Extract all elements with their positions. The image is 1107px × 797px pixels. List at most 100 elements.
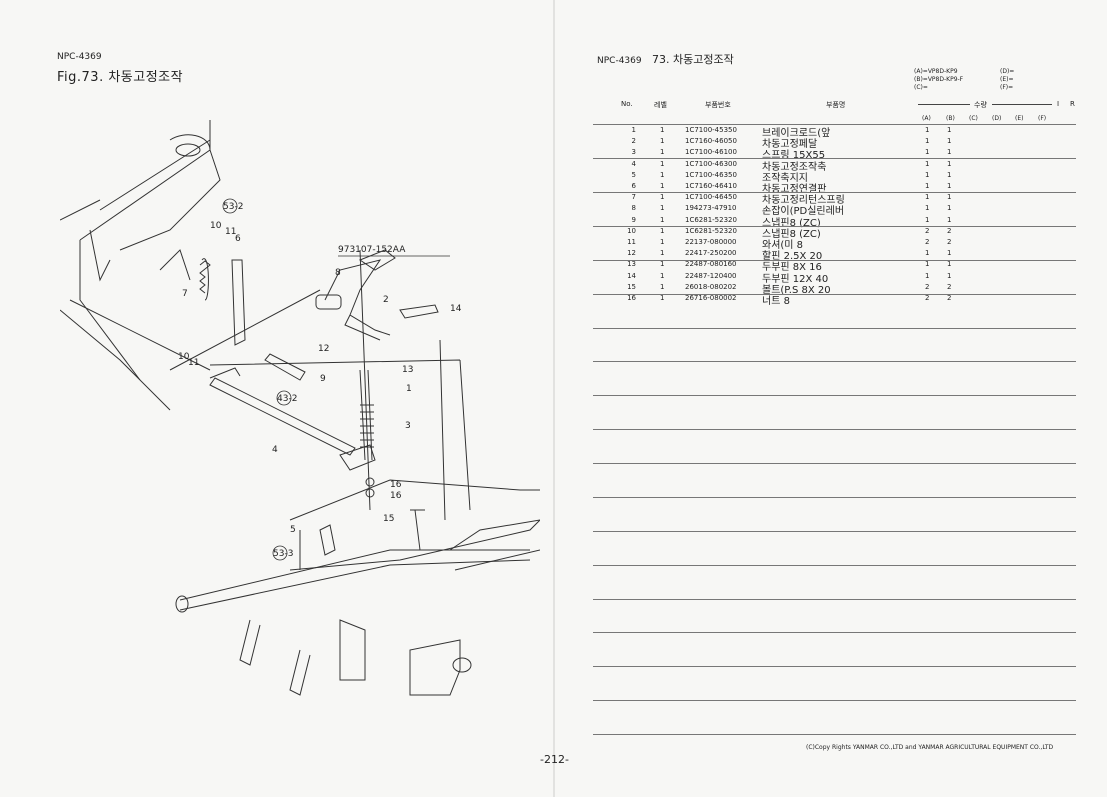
row-no: 14 <box>627 271 636 280</box>
qty-rule-right <box>992 104 1052 105</box>
row-lvl: 1 <box>660 204 665 213</box>
model-d: (D)= <box>1000 68 1015 75</box>
row-lvl: 1 <box>660 182 665 190</box>
row-a: 1 <box>925 193 930 202</box>
row-b: 1 <box>947 182 952 190</box>
row-name: 브레이크로드(앞 <box>762 128 831 139</box>
callout-13: 13 <box>402 365 413 375</box>
callout-11b: 11 <box>188 358 199 368</box>
row-name: 두부핀 12X 40 <box>762 273 829 285</box>
row-no: 3 <box>631 148 636 157</box>
row-part: 26018-080202 <box>685 282 737 291</box>
page-number: -212- <box>540 753 569 766</box>
row-lvl: 1 <box>660 282 665 291</box>
model-e: (E)= <box>1000 76 1014 83</box>
callout-16b: 16 <box>390 491 402 501</box>
row-a: 2 <box>925 226 930 235</box>
row-part: 1C7100-45350 <box>685 126 737 134</box>
row-no: 4 <box>631 159 636 168</box>
callout-53-2: 53-2 <box>223 202 243 212</box>
row-b: 1 <box>947 260 952 269</box>
row-lvl: 1 <box>660 193 665 202</box>
callout-10b: 10 <box>178 352 190 362</box>
group-rule <box>593 226 1076 227</box>
row-name: 스냅핀8 (ZC) <box>762 228 821 240</box>
group-rule <box>593 666 1076 667</box>
model-f: (F)= <box>1000 84 1014 91</box>
row-b: 1 <box>947 193 952 202</box>
group-rule <box>593 700 1076 701</box>
row-lvl: 1 <box>660 238 665 246</box>
row-no: 15 <box>627 282 636 291</box>
row-lvl: 1 <box>660 159 665 168</box>
callout-43-2: 43-2 <box>277 394 297 404</box>
group-rule <box>593 158 1076 159</box>
row-no: 1 <box>631 126 636 134</box>
callout-8: 8 <box>335 268 341 278</box>
row-a: 1 <box>925 215 930 224</box>
group-rule <box>593 734 1076 735</box>
row-part: 22487-120400 <box>685 271 737 280</box>
qty-col-e: (E) <box>1015 115 1024 122</box>
callout-4: 4 <box>272 445 278 455</box>
group-rule <box>593 294 1076 295</box>
row-part: 1C6281-52320 <box>685 226 737 235</box>
row-lvl: 1 <box>660 294 665 302</box>
row-part: 22137-080000 <box>685 238 737 246</box>
row-no: 10 <box>627 226 636 235</box>
row-part: 22487-080160 <box>685 260 737 269</box>
row-lvl: 1 <box>660 148 665 157</box>
row-a: 1 <box>925 170 930 179</box>
figure-title: Fig.73. 차동고정조작 <box>57 70 184 85</box>
row-no: 8 <box>631 204 636 213</box>
row-part: 1C7160-46410 <box>685 182 737 190</box>
callout-1: 1 <box>406 384 412 394</box>
row-no: 9 <box>631 215 636 224</box>
row-a: 1 <box>925 182 930 190</box>
row-a: 1 <box>925 126 930 134</box>
group-rule <box>593 599 1076 600</box>
row-no: 2 <box>631 137 636 146</box>
header-r: R <box>1070 100 1075 108</box>
row-a: 2 <box>925 282 930 291</box>
row-name: 스프링 15X55 <box>762 150 826 162</box>
page-gutter <box>553 0 555 797</box>
row-a: 2 <box>925 294 930 302</box>
model-legend-right: (D)= (E)= (F)= <box>1000 68 1014 92</box>
row-no: 16 <box>627 294 636 302</box>
row-no: 6 <box>631 182 636 190</box>
group-rule <box>593 260 1076 261</box>
row-lvl: 1 <box>660 260 665 269</box>
header-part-no: 부품번호 <box>705 101 731 109</box>
group-rule <box>593 429 1076 430</box>
callout-53-3: 53-3 <box>273 549 293 559</box>
model-c: (C)= <box>914 84 928 91</box>
group-rule <box>593 497 1076 498</box>
left-page-code: NPC-4369 <box>57 52 102 62</box>
header-i: I <box>1057 100 1060 108</box>
diagram-part-number: 973107-152AA <box>338 245 406 255</box>
row-lvl: 1 <box>660 226 665 235</box>
qty-col-d: (D) <box>992 115 1002 122</box>
parts-list-title: 73. 차동고정조작 <box>652 53 734 66</box>
row-b: 2 <box>947 282 952 291</box>
row-b: 1 <box>947 148 952 157</box>
qty-col-b: (B) <box>946 115 955 122</box>
row-b: 1 <box>947 215 952 224</box>
group-rule <box>593 192 1076 193</box>
row-lvl: 1 <box>660 271 665 280</box>
model-a: (A)=VP8D-KP9 <box>914 68 958 75</box>
header-level: 레벨 <box>654 101 667 109</box>
row-part: 1C7100-46350 <box>685 170 737 179</box>
qty-col-f: (F) <box>1038 115 1047 122</box>
callout-6: 6 <box>235 234 241 244</box>
row-b: 2 <box>947 238 952 246</box>
row-a: 1 <box>925 148 930 157</box>
header-no: No. <box>621 100 633 108</box>
callout-11: 11 <box>225 227 236 237</box>
row-a: 1 <box>925 271 930 280</box>
row-name: 볼트(P.S 8X 20 <box>762 284 831 296</box>
qty-rule-left <box>918 104 970 105</box>
row-no: 11 <box>627 238 636 246</box>
